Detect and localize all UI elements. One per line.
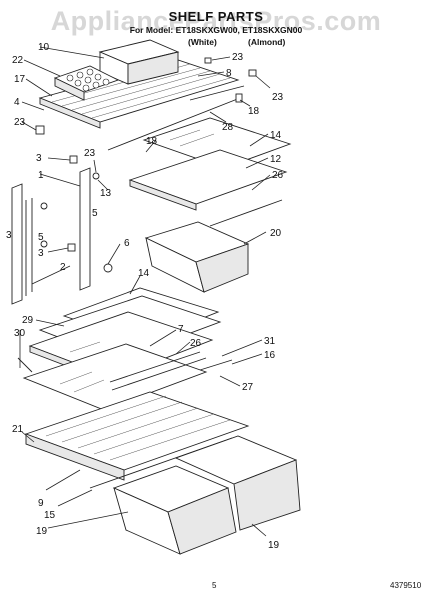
callout-3: 3 — [6, 230, 12, 241]
callout-26: 26 — [272, 170, 284, 181]
callout-12: 12 — [270, 154, 282, 165]
page-number: 5 — [212, 581, 217, 590]
wire-shelf-top — [38, 59, 240, 129]
diagram-title: SHELF PARTS — [168, 9, 264, 24]
callout-23: 23 — [232, 52, 244, 63]
clip-icon — [235, 93, 243, 103]
callout-23: 23 — [84, 148, 96, 159]
clip-icon — [248, 69, 257, 77]
callout-23: 23 — [272, 92, 284, 103]
glass-shelf-bottom — [22, 343, 208, 411]
callout-31: 31 — [264, 336, 276, 347]
shelf-rail-lower — [111, 357, 207, 391]
callout-28: 28 — [222, 122, 234, 133]
variant-white-label: (White) — [188, 37, 217, 47]
shelf-rail-upper — [107, 97, 241, 151]
shelf-rail-lower — [109, 351, 201, 383]
crisper-cover — [24, 391, 250, 489]
callout-21: 21 — [12, 424, 24, 435]
clip-icon — [204, 57, 212, 64]
callout-18: 18 — [146, 136, 158, 147]
callout-14: 14 — [138, 268, 150, 279]
document-number: 4379510 — [390, 581, 422, 590]
shelf-ladder — [11, 155, 113, 305]
crisper-drawer-right — [174, 435, 301, 531]
variant-almond-label: (Almond) — [248, 37, 286, 47]
crisper-drawer-small — [144, 221, 250, 293]
callout-3: 3 — [36, 153, 42, 164]
callout-13: 13 — [100, 188, 112, 199]
callout-19: 19 — [268, 540, 280, 551]
callout-5: 5 — [92, 208, 98, 219]
leader-lines — [19, 46, 271, 537]
callout-20: 20 — [270, 228, 282, 239]
callout-3: 3 — [38, 248, 44, 259]
callout-22: 22 — [12, 55, 24, 66]
callout-5: 5 — [38, 232, 44, 243]
callout-27: 27 — [242, 382, 254, 393]
callout-10: 10 — [38, 42, 50, 53]
callout-labels: 10 22 17 4 23 23 8 23 18 28 23 14 18 3 1… — [6, 42, 284, 551]
callout-9: 9 — [38, 498, 44, 509]
callout-16: 16 — [264, 350, 276, 361]
callout-30: 30 — [14, 328, 26, 339]
callout-23: 23 — [14, 117, 26, 128]
callout-19: 19 — [36, 526, 48, 537]
callout-17: 17 — [14, 74, 26, 85]
callout-8: 8 — [226, 68, 232, 79]
shelf-rail-lower — [199, 359, 233, 371]
glass-shelf-upper — [128, 117, 292, 227]
callout-26: 26 — [190, 338, 202, 349]
callout-7: 7 — [178, 324, 184, 335]
callout-18: 18 — [248, 106, 260, 117]
callout-14: 14 — [270, 130, 282, 141]
callout-4: 4 — [14, 97, 20, 108]
clip-icon — [35, 125, 45, 135]
crisper-drawer-left — [112, 465, 237, 555]
shelf-rail-small — [189, 85, 245, 101]
callout-1: 1 — [38, 170, 44, 181]
watermark: AppliancePartsPros.com — [50, 6, 382, 36]
callout-15: 15 — [44, 510, 56, 521]
callout-29: 29 — [22, 315, 34, 326]
egg-tray — [53, 65, 120, 101]
callout-6: 6 — [124, 238, 130, 249]
callout-2: 2 — [60, 262, 66, 273]
model-line: For Model: ET18SKXGW00, ET18SKXGN00 — [129, 25, 303, 35]
bin-top — [98, 39, 180, 85]
